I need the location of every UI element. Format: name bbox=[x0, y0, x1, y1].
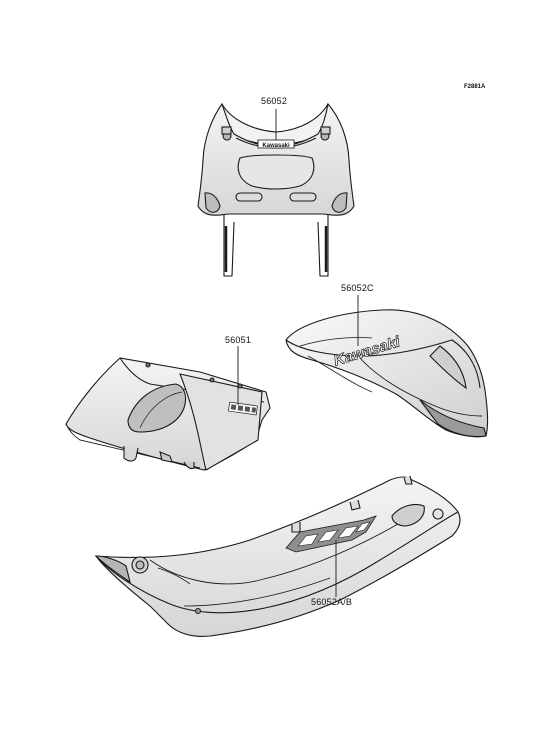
seat-cowl bbox=[65, 357, 271, 471]
seat-recess bbox=[127, 383, 187, 433]
front-cowl: Kawasaki bbox=[197, 102, 355, 277]
part-label-56052ab: 56052A/B bbox=[311, 597, 353, 607]
front-decal-text: Kawasaki bbox=[262, 143, 290, 149]
figure-code: F2881A bbox=[464, 84, 486, 90]
part-label-56051: 56051 bbox=[225, 335, 252, 345]
part-label-56052: 56052 bbox=[261, 96, 288, 106]
lower-decal bbox=[285, 515, 377, 553]
lower-fairing bbox=[94, 475, 461, 637]
side-fairing-right: Kawasaki bbox=[285, 309, 489, 438]
part-label-56052c: 56052C bbox=[341, 283, 374, 293]
central-intake bbox=[237, 154, 315, 190]
